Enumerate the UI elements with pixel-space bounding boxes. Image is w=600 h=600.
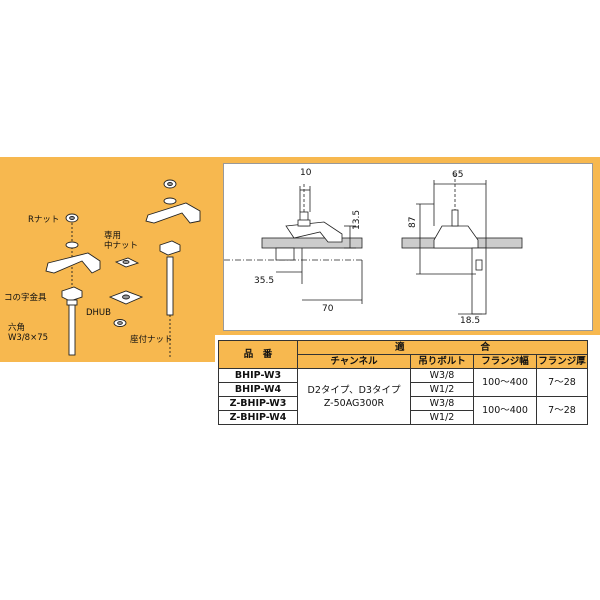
dim-70: 70 <box>322 304 334 314</box>
cell-product: BHIP-W3 <box>218 368 298 383</box>
exploded-parts-panel: Rナット 専用 中ナット コの字金具 DHUB 六角 W3/8×75 座付ナット <box>0 157 215 362</box>
label-dedicated-mid-nut: 専用 中ナット <box>104 231 139 251</box>
cell-bolt: W1/2 <box>410 382 474 397</box>
cell-channel-line-1: D2タイプ、D3タイプ <box>307 384 401 396</box>
header-fit: 適 合 <box>297 340 588 355</box>
cell-bolt: W3/8 <box>410 368 474 383</box>
cell-product: BHIP-W4 <box>218 382 298 397</box>
label-seat-nut: 座付ナット <box>130 335 173 345</box>
dim-35-5: 35.5 <box>254 276 275 286</box>
label-c-bracket: コの字金具 <box>4 293 47 303</box>
table-row: BHIP-W3 D2タイプ、D3タイプ Z-50AG300R W3/8 100～… <box>218 368 588 425</box>
header-channel: チャンネル <box>297 354 411 369</box>
dim-18-5: 18.5 <box>460 316 481 326</box>
header-bolt: 吊りボルト <box>410 354 474 369</box>
cell-channel: D2タイプ、D3タイプ Z-50AG300R <box>297 368 411 425</box>
dimension-drawing: 10 13.5 35.5 70 65 87 18.5 <box>223 163 593 331</box>
table-row: Z-BHIP-W4 W1/2 <box>218 410 588 425</box>
cell-flange-thickness: 7～28 <box>536 396 588 425</box>
dim-65: 65 <box>452 170 464 180</box>
header-flange-width: フランジ幅 <box>473 354 537 369</box>
label-r-nut: Rナット <box>28 215 60 225</box>
cell-bolt: W1/2 <box>410 410 474 425</box>
spec-table-container: 品 番 適 合 チャンネル 吊りボルト フランジ幅 フランジ厚 BHIP-W3 … <box>218 340 588 425</box>
label-dhub: DHUB <box>86 308 111 318</box>
cell-product: Z-BHIP-W3 <box>218 396 298 411</box>
spec-table: 品 番 適 合 チャンネル 吊りボルト フランジ幅 フランジ厚 BHIP-W3 … <box>218 340 588 425</box>
c-bracket-part <box>61 286 83 302</box>
cell-bolt: W3/8 <box>410 396 474 411</box>
hex-bolt-part <box>68 302 76 356</box>
dim-10: 10 <box>300 168 312 178</box>
dimension-drawing-svg <box>224 174 523 315</box>
cell-flange-thickness: 7～28 <box>536 368 588 397</box>
table-row: BHIP-W4 W1/2 <box>218 382 588 397</box>
cell-flange-width: 100～400 <box>473 396 537 425</box>
saddle-part <box>45 252 101 274</box>
header-flange-thickness: フランジ厚 <box>536 354 588 369</box>
dimension-drawing-panel: 10 13.5 35.5 70 65 87 18.5 <box>215 157 600 335</box>
dim-87: 87 <box>408 216 418 228</box>
dim-13-5: 13.5 <box>352 209 362 230</box>
cell-product: Z-BHIP-W4 <box>218 410 298 425</box>
cell-flange-width: 100～400 <box>473 368 537 397</box>
cell-channel-line-2: Z-50AG300R <box>323 397 385 409</box>
label-hex-bolt: 六角 W3/8×75 <box>8 323 49 343</box>
table-row: Z-BHIP-W3 W3/8 100～400 7～28 <box>218 396 588 425</box>
exploded-parts-illustration <box>45 179 201 357</box>
header-product: 品 番 <box>218 340 298 369</box>
